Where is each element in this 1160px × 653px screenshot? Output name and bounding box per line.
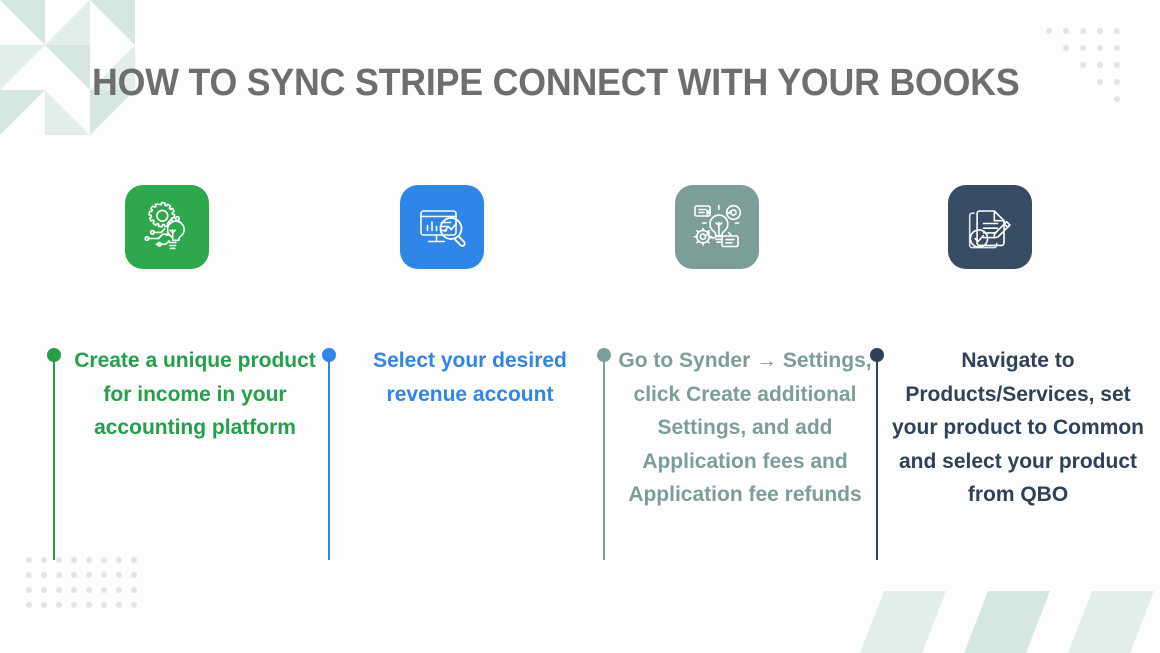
decor-dot — [131, 557, 137, 563]
decor-dot — [1114, 45, 1120, 51]
step-3-caption: Go to Synder → Settings, click Create ad… — [618, 349, 872, 507]
decor-dot — [1080, 62, 1086, 68]
decor-dot — [86, 587, 92, 593]
decor-dot — [1046, 28, 1052, 34]
decor-dot — [1114, 96, 1120, 102]
decor-dot — [86, 602, 92, 608]
step-column-1: Create a unique product for income in yo… — [47, 0, 323, 653]
decor-dot — [131, 572, 137, 578]
decor-dot — [116, 602, 122, 608]
decor-dot — [56, 602, 62, 608]
step-2-connector — [322, 348, 336, 560]
decor-dot — [101, 572, 107, 578]
step-2-icon-tile — [400, 185, 484, 269]
decor-dot — [1114, 28, 1120, 34]
decor-dot — [101, 587, 107, 593]
decor-dot — [26, 587, 32, 593]
step-4-caption: Navigate to Products/Services, set your … — [892, 349, 1144, 507]
step-3-bullet-line — [603, 358, 605, 560]
decor-dot — [56, 572, 62, 578]
document-pencil-check-icon — [963, 200, 1017, 254]
page-title: HOW TO SYNC STRIPE CONNECT WITH YOUR BOO… — [92, 62, 1020, 104]
decor-dot — [1114, 62, 1120, 68]
decor-dot — [116, 557, 122, 563]
decor-dot — [131, 587, 137, 593]
decor-dot — [101, 602, 107, 608]
step-1-bullet-line — [53, 358, 55, 560]
step-4-connector — [870, 348, 884, 560]
step-2-caption: Select your desired revenue account — [373, 349, 567, 406]
decorative-stripes-bottom-right — [860, 591, 1160, 653]
decor-dot — [41, 602, 47, 608]
decor-dot — [41, 557, 47, 563]
step-3-icon-tile — [675, 185, 759, 269]
decor-dot — [56, 587, 62, 593]
decor-dot — [1097, 28, 1103, 34]
decorative-triangle-mosaic — [0, 0, 135, 135]
step-4-icon-tile — [948, 185, 1032, 269]
decorative-dots-bottom-left — [26, 557, 137, 619]
step-column-3: Go to Synder → Settings, click Create ad… — [597, 0, 873, 653]
step-1-caption: Create a unique product for income in yo… — [74, 349, 316, 440]
decor-dot — [116, 587, 122, 593]
decor-dot — [56, 557, 62, 563]
decor-dot — [26, 602, 32, 608]
decor-dot — [1097, 45, 1103, 51]
decor-dot — [1063, 45, 1069, 51]
step-3-bullet-dot — [597, 348, 611, 362]
step-2-bullet-dot — [322, 348, 336, 362]
decor-dot — [71, 572, 77, 578]
idea-gear-target-icon — [690, 200, 744, 254]
decor-dot — [71, 557, 77, 563]
step-1-connector — [47, 348, 61, 560]
decor-dot — [1097, 79, 1103, 85]
decor-dot — [41, 587, 47, 593]
step-column-2: Select your desired revenue account — [322, 0, 598, 653]
step-3-connector — [597, 348, 611, 560]
step-column-4: Navigate to Products/Services, set your … — [870, 0, 1146, 653]
step-4-bullet-dot — [870, 348, 884, 362]
gear-lightbulb-circuit-icon — [140, 200, 194, 254]
decor-dot — [131, 602, 137, 608]
step-2-bullet-line — [328, 358, 330, 560]
step-1-icon-tile — [125, 185, 209, 269]
decor-dot — [101, 557, 107, 563]
decor-dot — [116, 572, 122, 578]
decorative-dots-top-right — [1046, 28, 1138, 120]
monitor-chart-magnifier-icon — [415, 200, 469, 254]
decor-dot — [1063, 28, 1069, 34]
decor-dot — [1097, 62, 1103, 68]
decor-dot — [86, 572, 92, 578]
step-4-bullet-line — [876, 358, 878, 560]
decor-dot — [1080, 45, 1086, 51]
decor-dot — [26, 557, 32, 563]
decor-dot — [41, 572, 47, 578]
decor-dot — [26, 572, 32, 578]
step-1-bullet-dot — [47, 348, 61, 362]
decor-dot — [71, 602, 77, 608]
decor-dot — [1114, 79, 1120, 85]
decor-dot — [71, 587, 77, 593]
decor-dot — [1080, 28, 1086, 34]
decor-dot — [86, 557, 92, 563]
